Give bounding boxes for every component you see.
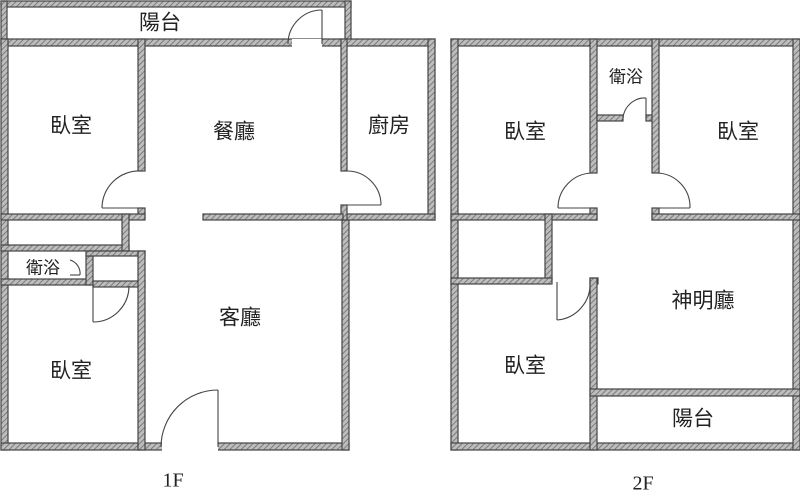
room-label-bedroom: 臥室 [50, 114, 92, 138]
floor-label: 1F [162, 470, 183, 492]
room-label-dining: 餐廳 [213, 120, 255, 144]
wall [651, 213, 800, 221]
wall [341, 219, 350, 451]
room-label-shrine-hall: 神明廳 [672, 289, 735, 313]
wall [92, 280, 146, 288]
wall [340, 38, 348, 172]
wall [544, 213, 553, 281]
wall [427, 38, 436, 221]
room-label-bedroom: 臥室 [50, 359, 92, 383]
room-label-balcony: 陽台 [139, 11, 181, 35]
room-label-balcony: 陽台 [672, 407, 714, 431]
door [69, 259, 81, 276]
wall [651, 38, 660, 174]
wall [85, 255, 94, 286]
door [622, 97, 647, 119]
room-label-bathroom: 衛浴 [609, 68, 643, 88]
door [557, 172, 593, 209]
wall [450, 38, 459, 451]
wall [450, 38, 800, 47]
wall [450, 442, 800, 451]
door [101, 170, 141, 209]
room-label-kitchen: 廚房 [368, 114, 410, 138]
wall [340, 204, 348, 221]
room-label-bedroom: 臥室 [504, 120, 546, 144]
wall [596, 114, 624, 122]
door [656, 172, 691, 209]
wall [450, 277, 553, 285]
wall [0, 244, 130, 252]
wall [450, 213, 598, 221]
wall [589, 388, 800, 397]
wall [137, 250, 146, 451]
wall [0, 213, 146, 221]
wall [792, 38, 800, 451]
room-label-bedroom: 臥室 [504, 354, 546, 378]
wall [0, 38, 436, 47]
wall [85, 250, 146, 257]
wall [589, 277, 598, 451]
wall [137, 38, 146, 172]
wall [121, 213, 130, 252]
wall [589, 38, 598, 174]
wall [341, 213, 436, 221]
door [556, 281, 591, 321]
floor-label: 2F [632, 473, 653, 495]
door [92, 285, 130, 323]
room-label-living: 客廳 [219, 306, 261, 330]
door [287, 9, 323, 45]
room-label-bedroom: 臥室 [717, 120, 759, 144]
door [160, 389, 219, 448]
wall [0, 278, 94, 286]
floor-2-plan: 衛浴 臥室 臥室 神明廳 臥室 陽台 2F [450, 38, 800, 495]
wall [202, 213, 344, 221]
floor-1-plan: 陽台 臥室 餐廳 廚房 衛浴 客廳 臥室 1F [0, 0, 436, 492]
wall [0, 0, 352, 8]
door [346, 170, 382, 206]
room-label-bathroom: 衛浴 [26, 259, 60, 279]
